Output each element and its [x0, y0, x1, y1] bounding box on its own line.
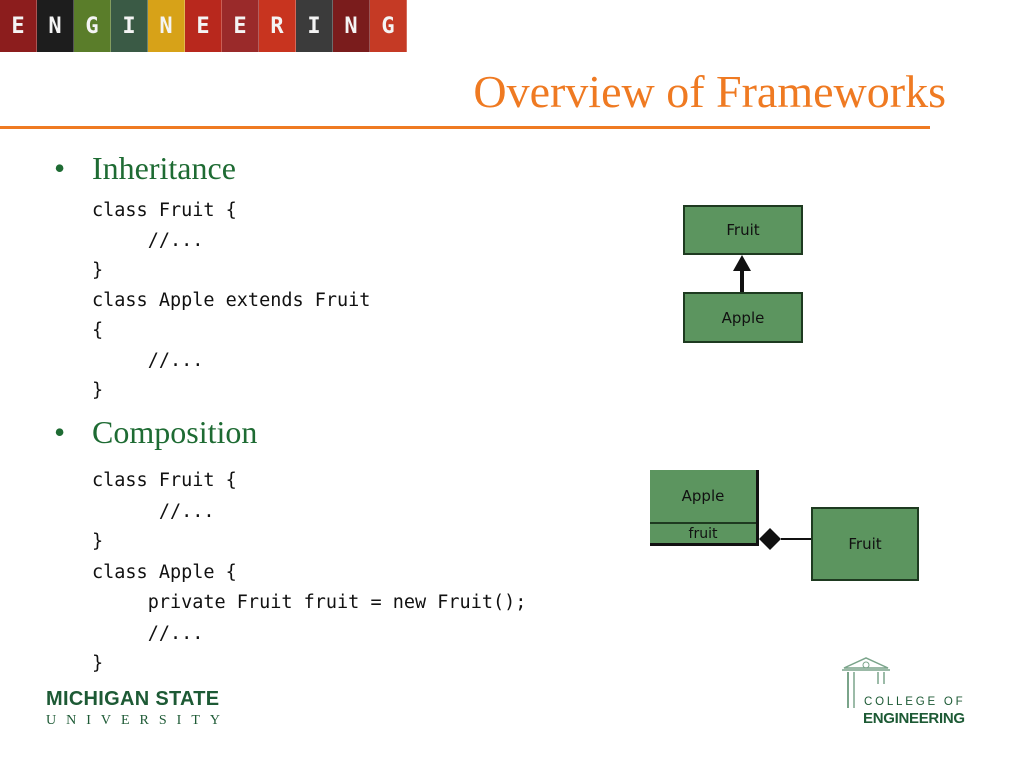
- code-line: class Apple extends Fruit: [92, 290, 371, 311]
- bullet-label: Composition: [92, 414, 258, 450]
- title-divider: [0, 126, 930, 129]
- uml-class-apple: Apple: [683, 292, 803, 343]
- code-line: //...: [92, 623, 204, 644]
- code-line: class Fruit {: [92, 200, 237, 221]
- uml-class-fruit: Fruit: [683, 205, 803, 255]
- msu-logo-line1: MICHIGAN STATE: [46, 688, 220, 710]
- code-line: private Fruit fruit = new Fruit();: [92, 592, 527, 613]
- code-line: }: [92, 380, 104, 401]
- uml-class-apple-composite: Apple fruit: [650, 470, 759, 546]
- college-of-engineering-logo: COLLEGE OF ENGINEERING: [838, 654, 978, 734]
- uml-divider: [650, 522, 756, 524]
- banner-letter: E: [185, 0, 222, 52]
- coe-logo-line2: ENGINEERING: [863, 710, 965, 727]
- arrow-shaft: [740, 269, 744, 295]
- banner-letter: G: [74, 0, 111, 52]
- code-line: //...: [92, 501, 215, 522]
- banner-letter: E: [0, 0, 37, 52]
- code-line: //...: [92, 350, 204, 371]
- bullet-dot: •: [54, 150, 66, 186]
- inheritance-arrow: [733, 255, 751, 295]
- bullet-dot: •: [54, 414, 66, 450]
- code-line: }: [92, 653, 104, 674]
- code-line: }: [92, 531, 104, 552]
- banner-letter: G: [370, 0, 407, 52]
- code-line: class Fruit {: [92, 470, 237, 491]
- bullet-composition: • Composition: [54, 412, 257, 452]
- bullet-label: Inheritance: [92, 150, 236, 186]
- code-line: //...: [92, 230, 204, 251]
- building-icon: [842, 657, 890, 708]
- uml-attribute: fruit: [688, 525, 718, 542]
- banner-letter: R: [259, 0, 296, 52]
- composition-diamond: [759, 528, 781, 550]
- banner-letter: N: [333, 0, 370, 52]
- banner-letter: I: [296, 0, 333, 52]
- code-line: class Apple {: [92, 562, 237, 583]
- code-line: {: [92, 320, 104, 341]
- banner-letter: N: [37, 0, 74, 52]
- msu-logo: MICHIGAN STATE UNIVERSITY: [46, 688, 230, 730]
- uml-class-name: Apple: [681, 487, 725, 505]
- engineering-banner: E N G I N E E R I N G: [0, 0, 408, 52]
- coe-logo-line1: COLLEGE OF: [864, 696, 966, 708]
- slide-title: Overview of Frameworks: [473, 66, 946, 117]
- arrowhead: [733, 255, 751, 271]
- code-line: }: [92, 260, 104, 281]
- banner-letter: I: [111, 0, 148, 52]
- msu-logo-line2: UNIVERSITY: [46, 713, 230, 728]
- composition-connector: [759, 528, 814, 550]
- banner-letter: E: [222, 0, 259, 52]
- uml-class-fruit-part: Fruit: [811, 507, 919, 581]
- bullet-inheritance: • Inheritance: [54, 148, 236, 188]
- banner-letter: N: [148, 0, 185, 52]
